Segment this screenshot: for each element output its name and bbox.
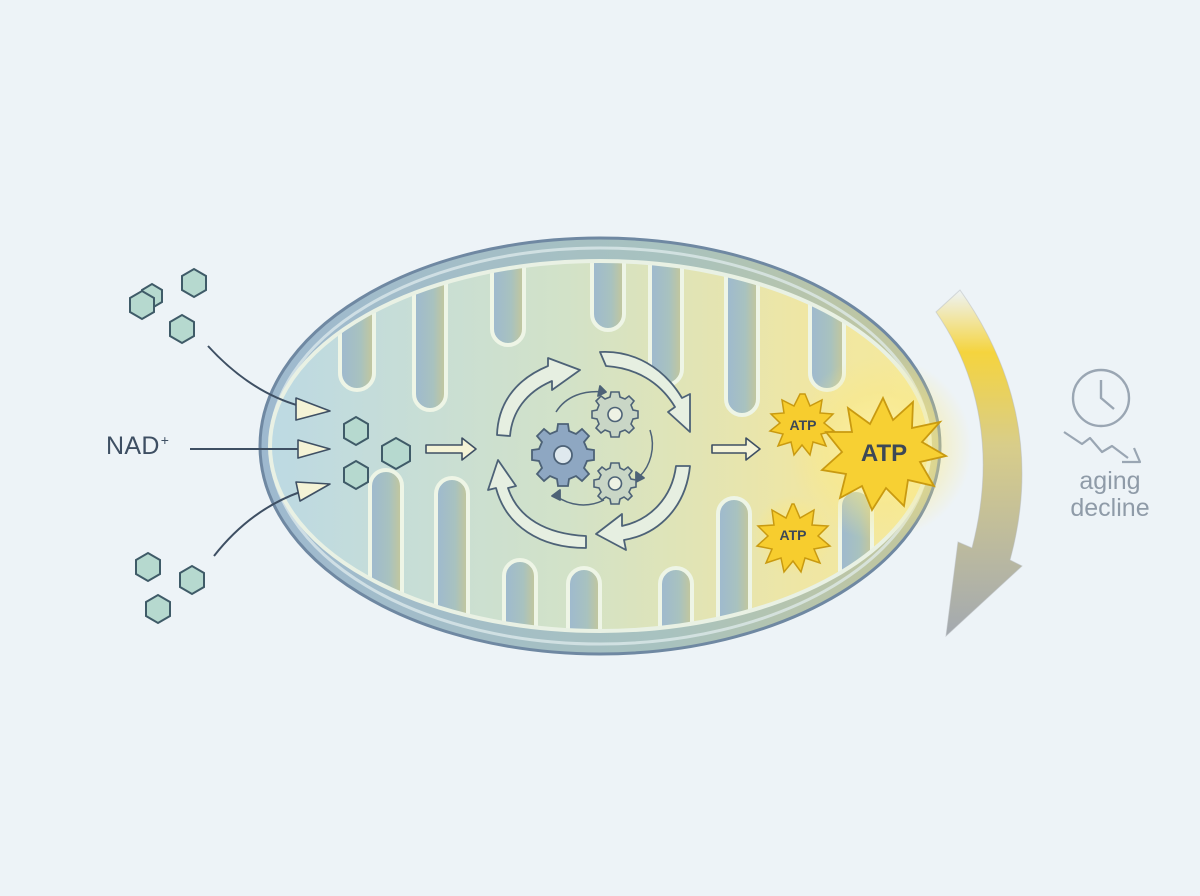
cycle-arrows-icon <box>487 351 691 551</box>
atp-label-small-bottom: ATP <box>780 527 807 543</box>
atp-label-large: ATP <box>861 440 907 467</box>
gear-icon <box>593 462 637 505</box>
hexagon-icon <box>179 564 205 596</box>
hexagon-icon <box>129 289 155 321</box>
inflow-arrowhead <box>297 439 331 459</box>
atp-label-small-top: ATP <box>790 417 817 433</box>
nad-inflow-arrows <box>190 345 301 557</box>
atp-burst-small-top: ATP <box>768 393 836 457</box>
decline-arrow <box>935 289 1023 638</box>
gear-icon <box>591 391 639 438</box>
hexagon-icon <box>343 415 369 447</box>
nad-label-text: NAD <box>106 432 160 460</box>
nad-molecules-inside <box>343 415 411 491</box>
inflow-arrowhead <box>295 397 331 421</box>
nad-molecules-outside <box>135 267 207 625</box>
inflow-arrowhead <box>295 481 331 502</box>
hexagon-icon <box>135 551 161 583</box>
nad-label: NAD+ <box>106 432 169 461</box>
clock-icon <box>1071 368 1131 428</box>
hexagon-icon <box>169 313 195 345</box>
gear-icon <box>531 423 595 487</box>
hexagon-icon <box>145 593 171 625</box>
process-arrow <box>711 437 761 461</box>
hexagon-icon <box>381 436 411 471</box>
atp-burst-small-bottom: ATP <box>753 495 833 575</box>
hexagon-icon <box>181 267 207 299</box>
process-arrow <box>425 437 477 461</box>
downward-trend-icon <box>1063 431 1142 464</box>
aging-decline-label: aging decline <box>1070 467 1150 522</box>
atp-burst-large: ATP <box>820 395 949 512</box>
nad-label-charge: + <box>160 432 170 448</box>
hexagon-icon <box>343 459 369 491</box>
